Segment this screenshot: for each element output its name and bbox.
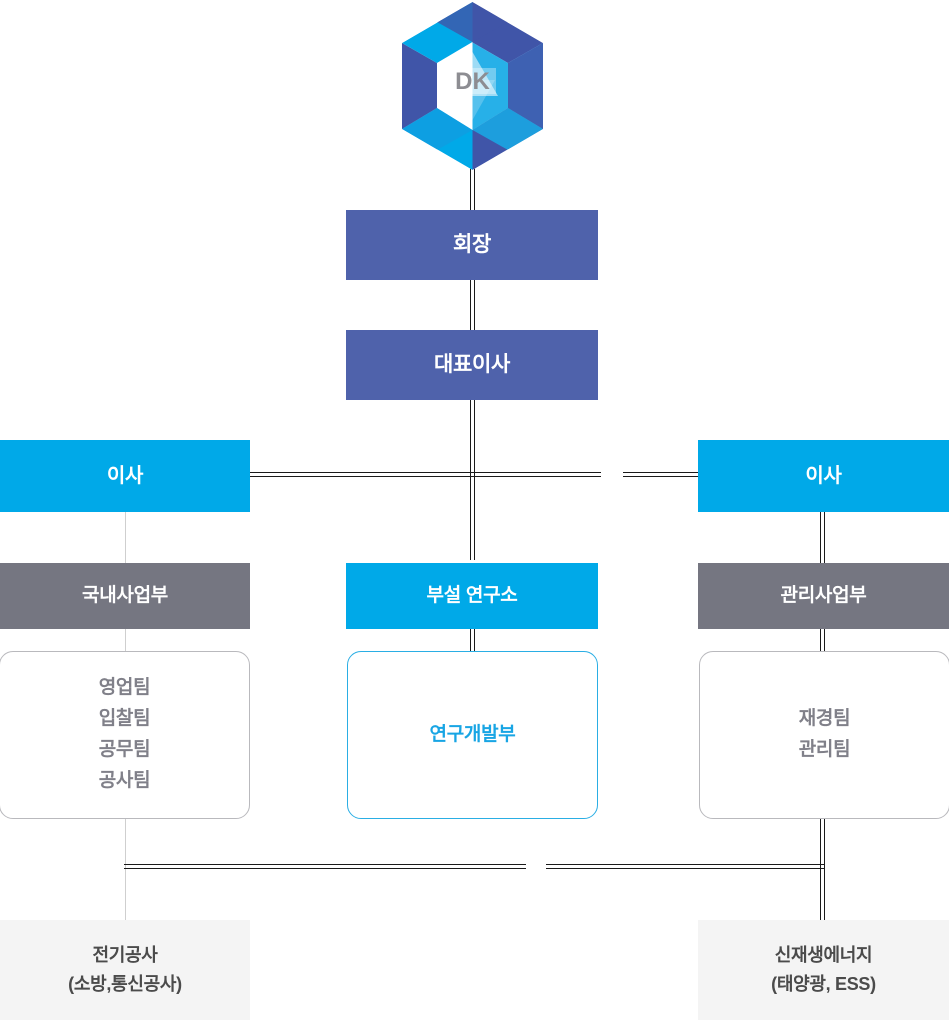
node-teams-research[interactable]: 연구개발부 xyxy=(347,651,598,819)
node-ceo-label: 대표이사 xyxy=(433,352,511,376)
connector-bottom-bus-right xyxy=(546,864,825,869)
logo-wordmark: DK xyxy=(455,68,490,95)
connector-management-to-teams xyxy=(820,628,825,652)
node-teams-research-label: 연구개발부 xyxy=(429,724,516,746)
node-teams-domestic[interactable]: 영업팀 입찰팀 공무팀 공사팀 xyxy=(0,651,250,819)
connector-director-bus-right xyxy=(623,472,699,477)
node-director-left[interactable]: 이사 xyxy=(0,440,250,512)
connector-domestic-teams-to-bottom-bus xyxy=(125,818,126,920)
node-division-research-institute-label: 부설 연구소 xyxy=(426,585,518,607)
node-business-renewable-energy-label: 신재생에너지 (태양광, ESS) xyxy=(771,944,876,994)
node-division-management-business[interactable]: 관리사업부 xyxy=(698,563,949,629)
node-business-renewable-energy[interactable]: 신재생에너지 (태양광, ESS) xyxy=(698,920,949,1020)
node-business-electrical-construction[interactable]: 전기공사 (소방,통신공사) xyxy=(0,920,250,1020)
connector-director-bus-left xyxy=(248,472,601,477)
node-division-domestic-business[interactable]: 국내사업부 xyxy=(0,563,250,629)
connector-domestic-to-teams xyxy=(125,628,126,652)
connector-ceo-to-research-institute xyxy=(470,398,475,560)
dk-hexagon-pinwheel-logo: DK xyxy=(392,0,553,172)
node-teams-management[interactable]: 재경팀 관리팀 xyxy=(699,651,949,819)
node-division-management-business-label: 관리사업부 xyxy=(780,585,867,607)
node-director-right-label: 이사 xyxy=(805,464,842,487)
node-chairman-label: 회장 xyxy=(452,232,492,256)
node-director-left-label: 이사 xyxy=(106,464,144,487)
connector-bottom-bus-left xyxy=(124,864,526,869)
node-director-right[interactable]: 이사 xyxy=(698,440,949,512)
connector-research-institute-to-rnd xyxy=(470,628,475,652)
node-chairman[interactable]: 회장 xyxy=(346,210,598,280)
connector-director-right-to-management xyxy=(820,512,825,564)
node-teams-management-label: 재경팀 관리팀 xyxy=(798,708,851,760)
connector-management-teams-to-bottom-bus xyxy=(820,818,825,920)
connector-logo-to-chairman xyxy=(470,168,475,210)
connector-director-left-to-domestic xyxy=(125,512,126,564)
node-business-electrical-construction-label: 전기공사 (소방,통신공사) xyxy=(68,944,182,994)
connector-chairman-to-ceo xyxy=(470,278,475,330)
node-division-research-institute[interactable]: 부설 연구소 xyxy=(346,563,598,629)
node-teams-domestic-label: 영업팀 입찰팀 공무팀 공사팀 xyxy=(98,677,151,791)
node-division-domestic-business-label: 국내사업부 xyxy=(82,585,168,607)
node-ceo[interactable]: 대표이사 xyxy=(346,330,598,400)
